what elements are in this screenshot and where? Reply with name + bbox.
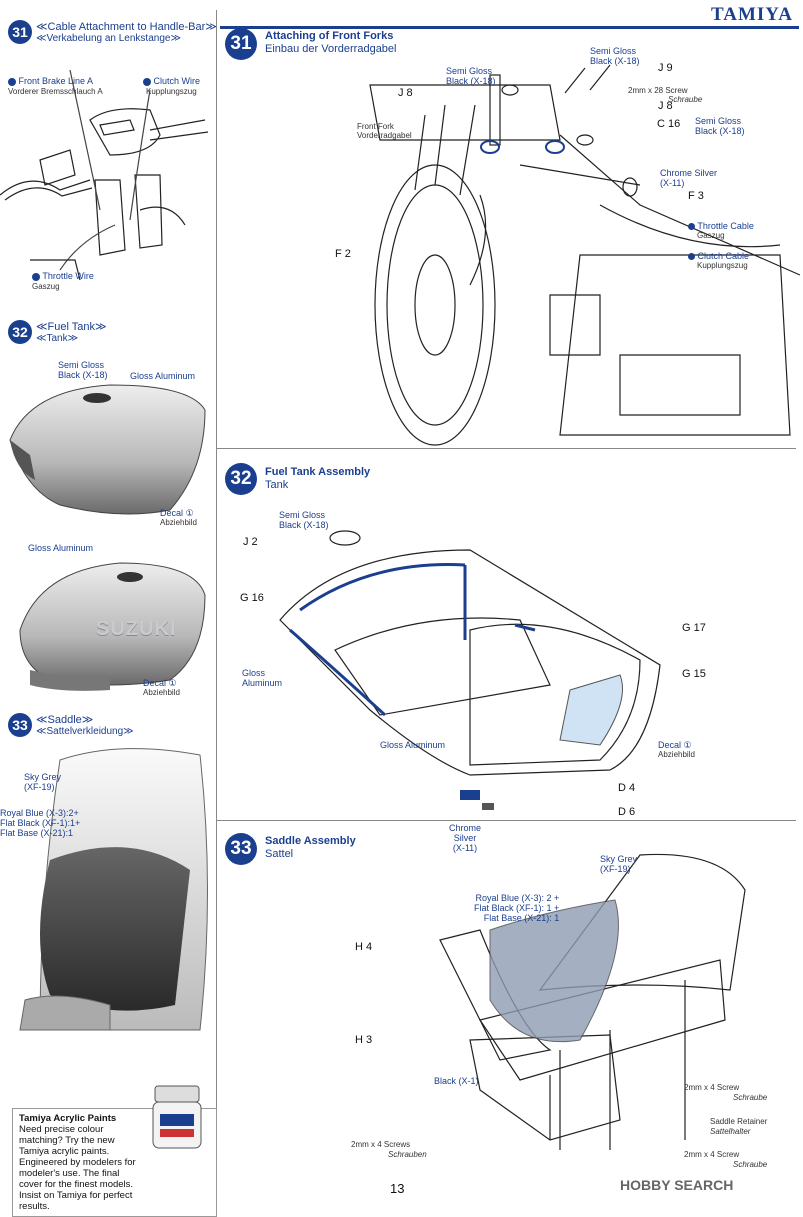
throttle-cable-label: Throttle Cable xyxy=(688,221,754,231)
tank-side-decal-label: Decal ① xyxy=(143,678,177,688)
column-divider xyxy=(216,10,217,1170)
part-h3: H 3 xyxy=(355,1034,373,1046)
saddle-sky-grey-label: Sky Grey(XF-19) xyxy=(24,772,62,792)
step-33-subtitle: ≪Sattelverkleidung≫ xyxy=(36,726,134,737)
step-31b-subtitle: Einbau der Vorderradgabel xyxy=(265,43,397,55)
paint-jar-image xyxy=(152,1085,202,1149)
tank-rim-gloss-label: Gloss Aluminum xyxy=(380,740,446,750)
clutch-cable-label: Clutch Cable xyxy=(688,251,749,261)
tank-side-decal-label-de: Abziehbild xyxy=(143,688,180,697)
handlebar-illustration xyxy=(0,69,209,281)
watermark: HOBBY SEARCH xyxy=(620,1177,734,1193)
section-divider-1 xyxy=(216,448,796,449)
part-c16: C 16 xyxy=(657,118,681,130)
part-j8-right: J 8 xyxy=(658,100,673,112)
throttle-wire-label-de: Gaszug xyxy=(32,282,60,291)
step-31-subtitle: ≪Verkabelung an Lenkstange≫ xyxy=(36,33,181,44)
part-g17: G 17 xyxy=(682,622,706,634)
tank-decal-label-de: Abziehbild xyxy=(160,518,197,527)
saddle-blend-label: Royal Blue (X-3):2+Flat Black (XF-1):1+F… xyxy=(0,808,81,838)
saddle-retainer-label-de: Sattelhalter xyxy=(710,1127,751,1136)
screws-4-label-de: Schrauben xyxy=(388,1150,427,1159)
screw-4-b-label-de: Schraube xyxy=(733,1160,768,1169)
step-33b-title: Saddle Assembly xyxy=(265,835,356,847)
black-x1-label: Black (X-1) xyxy=(434,1076,479,1086)
clutch-wire-label-de: Kupplungszug xyxy=(146,87,197,96)
step-33-title: ≪Saddle≫ xyxy=(36,714,94,726)
part-f2: F 2 xyxy=(335,248,351,260)
step-32b-title: Fuel Tank Assembly xyxy=(265,466,371,478)
tank-decal-assembly-label: Decal ① xyxy=(658,740,692,750)
tank-side-gloss-label: Gloss Aluminum xyxy=(28,543,94,553)
screw-4-label: 2mm x 4 Screw xyxy=(684,1083,740,1092)
part-j8-left: J 8 xyxy=(398,87,413,99)
fuel-tank-side-render xyxy=(19,562,206,691)
step-32-subtitle: ≪Tank≫ xyxy=(36,333,79,344)
part-g16: G 16 xyxy=(240,592,264,604)
brand-logo: TAMIYA xyxy=(710,4,793,25)
step-32b-badge: 32 xyxy=(225,463,257,495)
fuel-tank-top-render xyxy=(9,384,206,515)
part-d4: D 4 xyxy=(618,782,636,794)
part-j2: J 2 xyxy=(243,536,258,548)
screws-4-label: 2mm x 4 Screws xyxy=(351,1140,411,1149)
tank-decal-label: Decal ① xyxy=(160,508,194,518)
tank-gloss-aluminum-label: Gloss Aluminum xyxy=(130,371,196,381)
paints-promo-title: Tamiya Acrylic Paints xyxy=(19,1113,117,1124)
step-33b-subtitle: Sattel xyxy=(265,848,294,860)
saddle-sky-grey-assembly-label: Sky Grey(XF-19) xyxy=(600,854,638,874)
saddle-assembly-illustration xyxy=(439,853,746,1150)
front-forks-illustration xyxy=(369,64,801,446)
saddle-retainer-label: Saddle Retainer xyxy=(710,1117,768,1126)
step-32b-subtitle: Tank xyxy=(265,479,289,491)
front-brake-label-de: Vorderer Bremsschlauch A xyxy=(8,87,103,96)
step-31b-badge: 31 xyxy=(225,28,257,60)
screw-28-label: 2mm x 28 Screw xyxy=(628,86,688,95)
throttle-cable-label-de: Gaszug xyxy=(697,231,725,240)
screw-4-b-label: 2mm x 4 Screw xyxy=(684,1150,740,1159)
step-31-title: ≪Cable Attachment to Handle-Bar≫ xyxy=(36,21,217,33)
paints-promo-body: Need precise colour matching? Try the ne… xyxy=(19,1124,136,1212)
tank-decal-assembly-label-de: Abziehbild xyxy=(658,750,695,759)
part-d6: D 6 xyxy=(618,806,636,818)
section-divider-2 xyxy=(216,820,796,821)
part-j9: J 9 xyxy=(658,62,673,74)
fuel-tank-assembly-illustration xyxy=(279,530,661,810)
step-33b-badge: 33 xyxy=(225,833,257,865)
step-32-title: ≪Fuel Tank≫ xyxy=(36,321,107,333)
suzuki-decal: SUZUKI xyxy=(96,618,177,640)
part-g15: G 15 xyxy=(682,668,706,680)
throttle-wire-label: Throttle Wire xyxy=(32,271,94,281)
step-33-badge: 33 xyxy=(8,713,32,737)
clutch-cable-label-de: Kupplungszug xyxy=(697,261,748,270)
step-31b-title: Attaching of Front Forks xyxy=(265,30,394,42)
header-rule xyxy=(220,26,799,29)
screw-4-label-de: Schraube xyxy=(733,1093,768,1102)
part-f3: F 3 xyxy=(688,190,704,202)
chrome-silver-label: Chrome Silver(X-11) xyxy=(660,168,718,188)
saddle-render xyxy=(19,748,208,1031)
front-brake-label: Front Brake Line A xyxy=(8,76,93,86)
step-31-badge: 31 xyxy=(8,20,32,44)
saddle-blend-assembly-label: Royal Blue (X-3): 2 +Flat Black (XF-1): … xyxy=(474,893,560,923)
page-number: 13 xyxy=(390,1181,405,1196)
step-32-badge: 32 xyxy=(8,320,32,344)
part-h4: H 4 xyxy=(355,941,373,953)
clutch-wire-label: Clutch Wire xyxy=(143,76,200,86)
screw-28-label-de: Schraube xyxy=(668,95,703,104)
